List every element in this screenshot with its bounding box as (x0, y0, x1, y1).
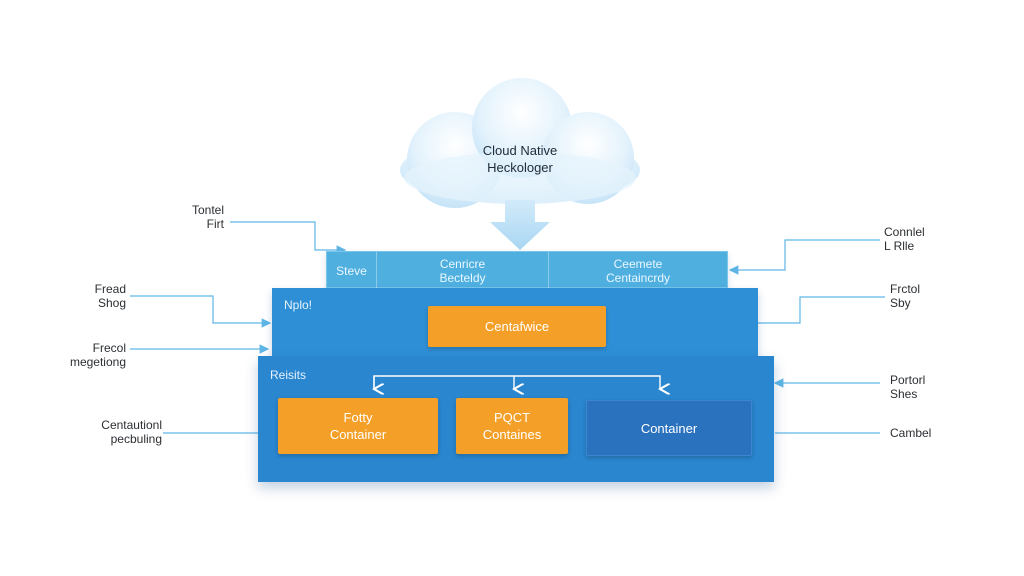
right-label-2-line2: Sby (890, 296, 911, 310)
right-label-3-line1: Portorl (890, 373, 926, 387)
middle-layer-box-label: Centafwice (484, 319, 550, 334)
bottom-box-2-line1: PQCT (493, 410, 531, 425)
left-label-2-line2: Shog (97, 296, 126, 310)
cloud-title: Cloud Native (482, 143, 558, 158)
left-label-4: Centautionl pecbuling (101, 418, 162, 446)
bottom-box-2-line2: Containes (482, 427, 542, 442)
middle-layer-box[interactable]: Centafwice (428, 306, 606, 347)
right-label-3-line2: Shes (890, 387, 918, 401)
left-label-3-line1: Frecol (92, 341, 126, 355)
left-label-1-line2: Firt (206, 217, 224, 231)
left-label-1-line1: Tontel (191, 203, 224, 217)
bottom-box-3[interactable]: Container (586, 400, 752, 456)
left-connectors (130, 221, 347, 434)
bottom-box-3-label: Container (640, 420, 698, 436)
bottom-box-1[interactable]: Fotty Container (278, 398, 438, 454)
top-layer-cell-1-text: Steve (336, 263, 367, 278)
top-layer-cell-2-line1: Cenricre (439, 256, 486, 271)
left-label-2-line1: Fread (94, 282, 126, 296)
top-layer-cell-3-line1: Ceemete (613, 256, 663, 271)
right-label-2: Frctol Sby (890, 282, 920, 310)
left-label-3-line2: megetiong (69, 355, 126, 369)
bottom-box-2[interactable]: PQCT Containes (456, 398, 568, 454)
top-layer-cell-3-line2: Centaincrdy (605, 270, 671, 285)
bottom-layer: Reisits Fotty Container PQCT Containes C… (258, 356, 774, 482)
cloud-label: Cloud Native Heckologer (440, 142, 600, 176)
right-label-4: Cambel (890, 426, 931, 440)
cloud-subtitle: Heckologer (487, 160, 553, 175)
top-layer-cell-1: Steve (327, 252, 377, 289)
middle-layer-label: Nplo! (284, 298, 313, 312)
right-connectors (728, 239, 885, 434)
top-layer-cell-2-line2: Becteldy (439, 270, 486, 285)
right-label-1: Connlel L Rlle (884, 225, 925, 253)
bottom-box-1-line1: Fotty (343, 410, 373, 425)
right-label-1-line2: L Rlle (884, 239, 915, 253)
top-layer-cell-2: Cenricre Becteldy (377, 252, 549, 289)
down-arrow-icon (490, 200, 550, 250)
left-label-4-line2: pecbuling (110, 432, 162, 446)
right-label-3: Portorl Shes (890, 373, 925, 401)
right-label-2-line1: Frctol (890, 282, 920, 296)
bottom-layer-arrows (258, 375, 774, 482)
top-layer: Steve Cenricre Becteldy Ceemete Centainc… (326, 251, 728, 289)
left-label-4-line1: Centautionl (101, 418, 162, 432)
top-layer-cell-3: Ceemete Centaincrdy (549, 252, 727, 289)
right-label-1-line1: Connlel (884, 225, 925, 239)
left-label-1: Tontel Firt (192, 203, 224, 231)
left-label-3: Frecol megetiong (70, 341, 126, 369)
bottom-layer-label: Reisits (270, 368, 307, 382)
left-label-2: Fread Shog (95, 282, 126, 310)
middle-layer: Nplo! Centafwice (272, 288, 758, 358)
cloud-icon (400, 78, 640, 208)
right-label-4-line1: Cambel (890, 426, 932, 440)
bottom-box-1-line2: Container (329, 427, 387, 442)
